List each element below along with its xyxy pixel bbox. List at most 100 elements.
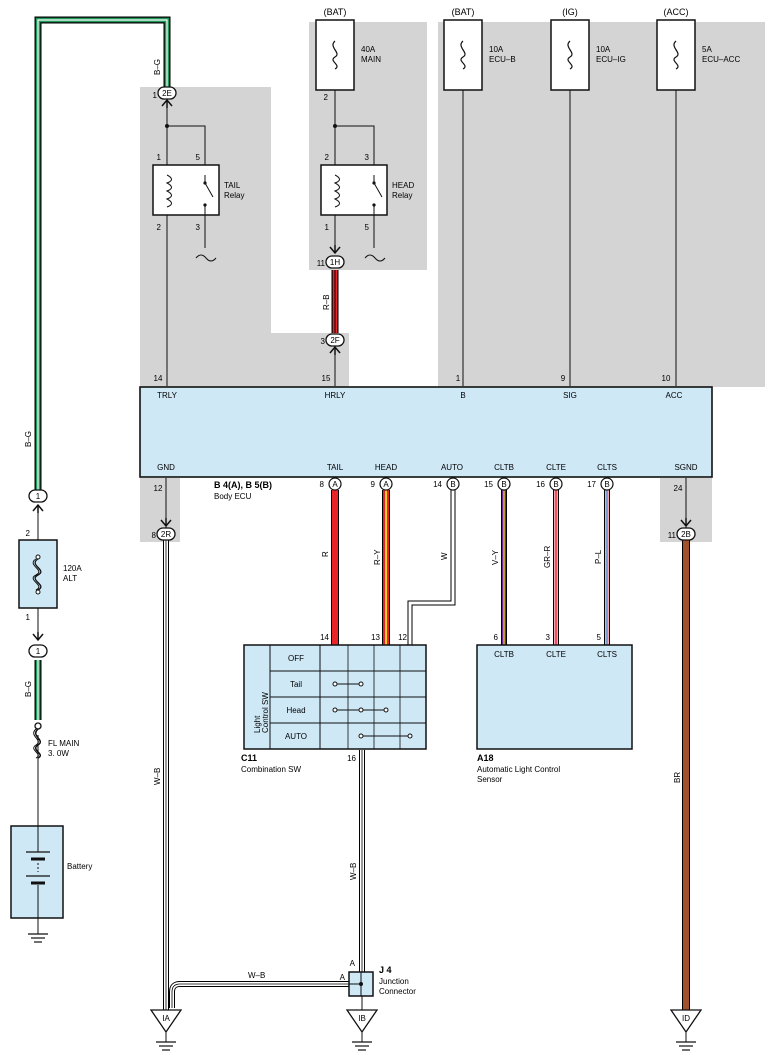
wire-label-grr: GR–R: [543, 546, 552, 568]
ecu-pin-16-num: 16: [536, 480, 545, 489]
ecu-pin-clte: CLTE: [546, 463, 566, 472]
sensor-pin-clts: CLTS: [597, 650, 617, 659]
ecu-pin-clts: CLTS: [597, 463, 617, 472]
ecu-pin-trly: TRLY: [157, 391, 178, 400]
comb-sw-pin-12: 12: [398, 633, 407, 642]
ground-ib: IB: [345, 1009, 379, 1051]
fuse-ecu-ig-rating: 10A: [596, 45, 611, 54]
ecu-pin-b: B: [460, 391, 465, 400]
wire-label-br: BR: [673, 772, 682, 783]
tail-relay-suffix: Relay: [224, 191, 244, 200]
ecu-pin-15-num: 15: [322, 374, 331, 383]
connector-1-upper-label: 1: [36, 492, 41, 501]
alt-fuse: 120A ALT: [18, 539, 82, 609]
fuse-main-source: (BAT): [324, 7, 347, 17]
head-relay-pin-1: 1: [325, 223, 330, 232]
wire-label-rb: R–B: [322, 294, 331, 310]
fuse-ecu-b-name: ECU–B: [489, 55, 516, 64]
ground-ib-label: IB: [358, 1014, 366, 1023]
comb-sw-title: Combination SW: [241, 765, 301, 774]
fuse-main-pin: 2: [324, 93, 329, 102]
connector-2b-pin: 11: [668, 531, 677, 540]
head-relay-name: HEAD: [392, 181, 414, 190]
fuse-ecu-acc-name: ECU–ACC: [702, 55, 740, 64]
connector-2f-pin: 3: [321, 337, 326, 346]
wire-label-ry: R–Y: [373, 549, 382, 565]
ecu-pin-14-num: 14: [154, 374, 163, 383]
junction-pin-left: A: [340, 973, 346, 982]
connector-1-upper-pin: 2: [26, 529, 31, 538]
tail-relay-pin-1: 1: [157, 153, 162, 162]
junction-code: J 4: [379, 965, 392, 975]
comb-sw-pin-14: 14: [320, 633, 329, 642]
ecu-pin-9-num-b: 9: [371, 480, 376, 489]
wire-label-wb-bottom: W–B: [248, 971, 265, 980]
wire-label-w: W: [440, 552, 449, 560]
fuse-ecu-ig-name: ECU–IG: [596, 55, 626, 64]
ecu-pin-sgnd: SGND: [674, 463, 697, 472]
ground-id-label: ID: [682, 1014, 690, 1023]
connector-2r-label: 2R: [161, 530, 171, 539]
junction-title-2: Connector: [379, 987, 416, 996]
head-relay-junction-dot: [333, 124, 337, 128]
alt-fuse-rating: 120A: [63, 564, 82, 573]
fuse-main: (BAT) 40A MAIN 2: [315, 7, 381, 102]
ecu-pin-24-num: 24: [674, 484, 683, 493]
tail-relay-pin-2: 2: [157, 223, 162, 232]
ecu-pin-10-num: 10: [662, 374, 671, 383]
fuse-ecu-b-rating: 10A: [489, 45, 504, 54]
connector-2e-pin: 1: [153, 91, 158, 100]
ecu-pin-15-num-b: 15: [484, 480, 493, 489]
comb-sw-pos-off: OFF: [288, 654, 304, 663]
ecu-pin-9-num: 9: [561, 374, 566, 383]
wire-label-vy: V–Y: [491, 549, 500, 565]
comb-sw-pos-tail: Tail: [290, 680, 302, 689]
ecu-pin-cltb: CLTB: [494, 463, 514, 472]
battery-label: Battery: [67, 862, 92, 871]
comb-sw-pin-16: 16: [347, 754, 356, 763]
wire-label-wb-left: W–B: [153, 768, 162, 785]
tail-relay-junction-dot: [165, 124, 169, 128]
sensor-code: A18: [477, 753, 494, 763]
head-relay-pin-2: 2: [325, 153, 330, 162]
fuse-ecu-ig: (IG) 10A ECU–IG: [550, 7, 626, 91]
ecu-pin-15-conn: B: [501, 480, 506, 489]
ecu-pin-9-conn: A: [383, 480, 389, 489]
tail-relay-pin-5: 5: [196, 153, 201, 162]
fuse-ecu-acc: (ACC) 5A ECU–ACC: [656, 7, 740, 91]
ground-ia: IA: [149, 1009, 183, 1051]
junction-title-1: Junction: [379, 977, 409, 986]
ecu-pin-16-conn: B: [553, 480, 558, 489]
wires: [34, 16, 690, 1010]
connector-2b: 11 2B: [668, 518, 696, 541]
tail-relay: 1 5 2 3 TAIL Relay: [152, 153, 244, 232]
fl-main-name: FL MAIN: [48, 739, 79, 748]
fuse-main-rating: 40A: [361, 45, 376, 54]
comb-sw-pos-auto: AUTO: [285, 732, 307, 741]
junction-connector: A A J 4 Junction Connector: [340, 959, 416, 997]
tail-relay-pin-3: 3: [196, 223, 201, 232]
sensor-pin-clte: CLTE: [546, 650, 566, 659]
ground-ia-label: IA: [162, 1014, 170, 1023]
battery: Battery: [10, 825, 92, 919]
wire-labels: B–G B–G B–G R–B R R–Y W V–Y GR–R P–L BR …: [24, 59, 682, 980]
ecu-pin-head: HEAD: [375, 463, 397, 472]
comb-sw-pin-13: 13: [371, 633, 380, 642]
junction-pin-top: A: [350, 959, 356, 968]
wire-label-r: R: [321, 551, 330, 557]
wire-label-bg-top: B–G: [153, 59, 162, 75]
fuse-ecu-b-source: (BAT): [452, 7, 475, 17]
connector-1-lower: 1 1: [26, 613, 48, 658]
fuse-ecu-ig-source: (IG): [562, 7, 578, 17]
fuse-main-name: MAIN: [361, 55, 381, 64]
connector-2r: 8 2R: [152, 518, 176, 541]
light-sensor: 6 3 5 CLTB CLTE CLTS A18 Automatic Light…: [476, 633, 633, 784]
fuse-ecu-acc-rating: 5A: [702, 45, 712, 54]
ecu-pin-12-num: 12: [154, 484, 163, 493]
wire-label-wb-mid: W–B: [349, 863, 358, 880]
wire-label-pl: P–L: [594, 549, 603, 564]
fuse-ecu-b: (BAT) 10A ECU–B: [443, 7, 516, 91]
connector-1h-label: 1H: [330, 258, 340, 267]
